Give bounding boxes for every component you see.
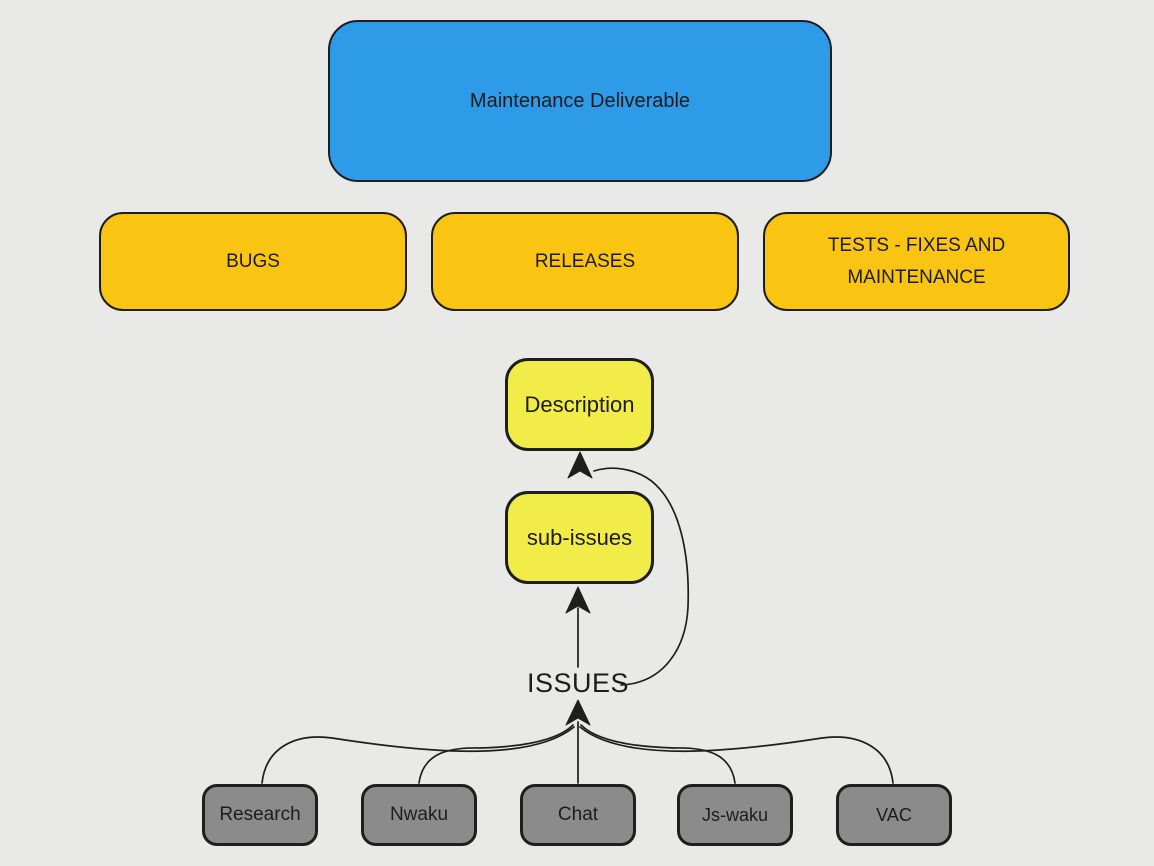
node-bugs-label: BUGS [226,250,280,272]
node-js-waku[interactable]: Js-waku [677,784,793,846]
connector-jswaku-to-issues [580,724,736,784]
node-nwaku[interactable]: Nwaku [361,784,477,846]
node-vac-label: VAC [876,804,912,825]
node-maintenance-deliverable[interactable]: Maintenance Deliverable [328,20,832,182]
node-releases-label: RELEASES [534,250,636,272]
node-releases[interactable]: RELEASES [431,212,739,311]
connector-vac-to-issues [579,726,894,784]
node-tests-fixes-maintenance[interactable]: TESTS - FIXES AND MAINTENANCE [763,212,1070,311]
connector-research-to-issues [261,726,575,784]
node-issues-label: ISSUES [526,668,630,698]
node-nwaku-label: Nwaku [389,804,449,825]
node-issues-text[interactable]: ISSUES [508,668,648,699]
arrowhead-description [567,451,593,479]
arrowhead-issues [565,699,591,726]
node-chat-label: Chat [557,804,599,825]
arrowhead-sub-issues [565,586,591,614]
node-vac[interactable]: VAC [836,784,952,846]
node-research[interactable]: Research [202,784,318,846]
node-description[interactable]: Description [505,358,654,451]
connector-nwaku-to-issues [418,724,574,784]
node-research-label: Research [219,804,301,825]
connector-issues-to-description [593,467,690,686]
node-js-waku-label: Js-waku [701,804,768,825]
node-chat[interactable]: Chat [520,784,636,846]
node-sub-issues-label: sub-issues [526,524,633,550]
node-description-label: Description [524,391,635,417]
node-tests-fixes-maintenance-label: TESTS - FIXES AND MAINTENANCE [827,235,1006,288]
node-bugs[interactable]: BUGS [99,212,407,311]
node-maintenance-deliverable-label: Maintenance Deliverable [469,89,691,112]
node-sub-issues[interactable]: sub-issues [505,491,654,584]
